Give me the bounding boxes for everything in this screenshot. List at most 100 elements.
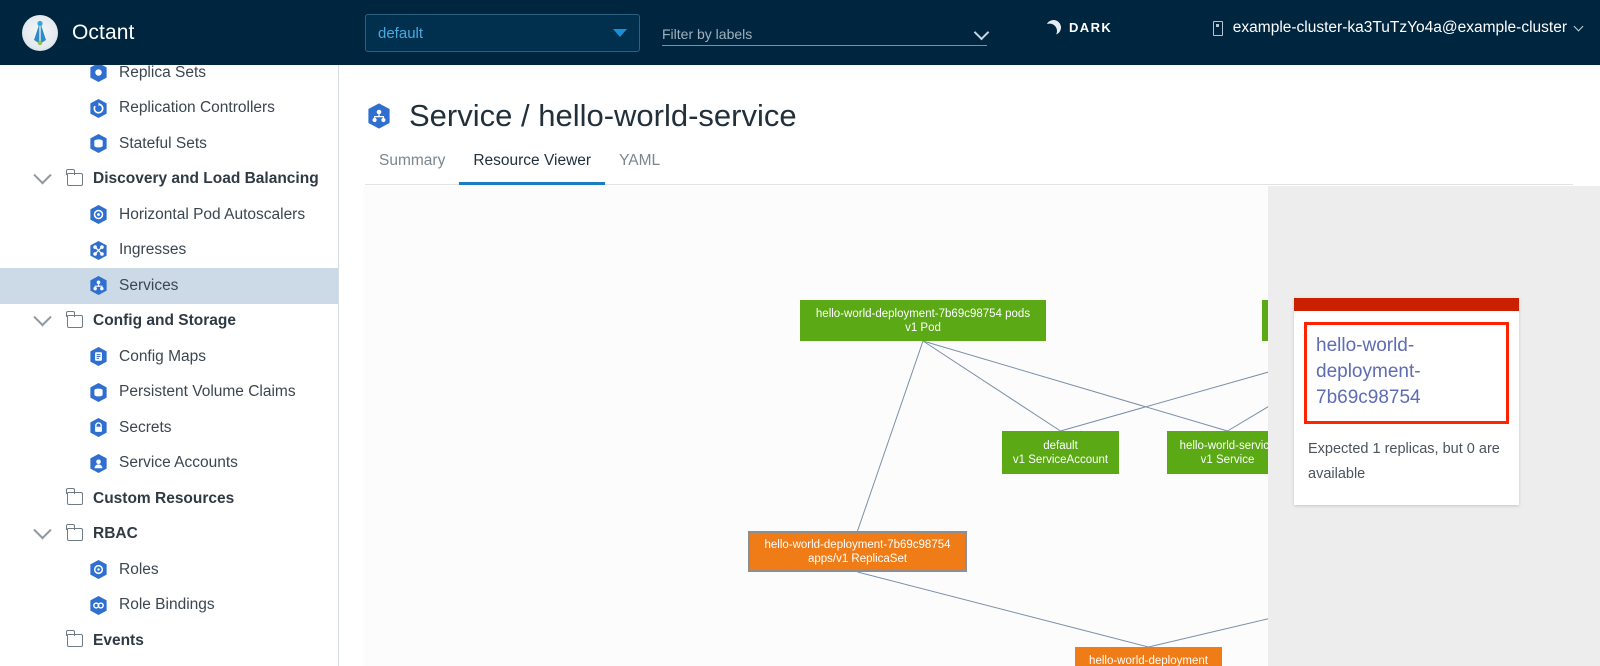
k8s-rolebinding-icon bbox=[88, 595, 109, 616]
graph-node-kind: v1 Service bbox=[1201, 453, 1255, 467]
folder-icon bbox=[67, 315, 83, 328]
sidebar-item-label: Roles bbox=[119, 561, 159, 579]
chevron-down-icon[interactable] bbox=[33, 166, 51, 184]
graph-edge bbox=[923, 341, 1228, 431]
sidebar-item-label: Config and Storage bbox=[93, 312, 236, 330]
sidebar-item-replication-controllers[interactable]: Replication Controllers bbox=[0, 91, 339, 127]
sidebar-item-events[interactable]: Events bbox=[0, 623, 339, 659]
app-header: Octant default Filter by labels DARK exa… bbox=[0, 0, 1600, 65]
sidebar-item-label: Custom Resources bbox=[93, 490, 234, 508]
graph-node-name: hello-world-deployment-7b69c98754 bbox=[764, 538, 950, 552]
k8s-ingress-icon bbox=[88, 240, 109, 261]
sidebar-item-horizontal-pod-autoscalers[interactable]: Horizontal Pod Autoscalers bbox=[0, 197, 339, 233]
tab-label: Resource Viewer bbox=[473, 152, 591, 169]
sidebar-item-replica-sets[interactable]: Replica Sets bbox=[0, 65, 339, 91]
sidebar-item-config-maps[interactable]: Config Maps bbox=[0, 339, 339, 375]
k8s-pvc-icon bbox=[88, 382, 109, 403]
k8s-secret-icon bbox=[88, 417, 109, 438]
k8s-replicationcontroller-icon bbox=[88, 98, 109, 119]
sidebar-item-label: Horizontal Pod Autoscalers bbox=[119, 206, 305, 224]
graph-edges bbox=[363, 186, 1292, 666]
folder-icon bbox=[67, 528, 83, 541]
sidebar-item-rbac[interactable]: RBAC bbox=[0, 517, 339, 553]
octant-logo-icon bbox=[22, 15, 58, 51]
k8s-service-icon bbox=[365, 102, 393, 130]
graph-node-name: hello-world-service bbox=[1180, 439, 1276, 453]
sidebar-item-stateful-sets[interactable]: Stateful Sets bbox=[0, 126, 339, 162]
graph-node-dep-hw[interactable]: hello-world-deploymentapps/v1 Deployment bbox=[1075, 647, 1222, 666]
sidebar-item-roles[interactable]: Roles bbox=[0, 552, 339, 588]
sidebar-item-service-accounts[interactable]: Service Accounts bbox=[0, 446, 339, 482]
sidebar[interactable]: Replica SetsReplication ControllersState… bbox=[0, 65, 339, 666]
graph-edge bbox=[858, 341, 924, 531]
chevron-down-icon[interactable] bbox=[33, 521, 51, 539]
sidebar-item-label: Role Bindings bbox=[119, 596, 215, 614]
tab-bar[interactable]: Summary Resource Viewer YAML bbox=[365, 152, 1573, 185]
cluster-name: example-cluster-ka3TuTzYo4a@example-clus… bbox=[1233, 19, 1567, 37]
sidebar-item-label: RBAC bbox=[93, 525, 138, 543]
k8s-replicaset-icon bbox=[88, 65, 109, 83]
graph-edge bbox=[923, 341, 1061, 431]
sidebar-item-label: Replica Sets bbox=[119, 65, 206, 82]
brand-name: Octant bbox=[72, 21, 134, 45]
sidebar-item-discovery-and-load-balancing[interactable]: Discovery and Load Balancing bbox=[0, 162, 339, 198]
k8s-hpa-icon bbox=[88, 204, 109, 225]
sidebar-item-label: Secrets bbox=[119, 419, 172, 437]
graph-edge bbox=[858, 572, 1149, 647]
graph-node-name: default bbox=[1043, 439, 1078, 453]
graph-node-kind: apps/v1 ReplicaSet bbox=[808, 552, 907, 566]
tab-summary[interactable]: Summary bbox=[365, 152, 459, 184]
sidebar-item-label: Config Maps bbox=[119, 348, 206, 366]
graph-node-sa-default[interactable]: defaultv1 ServiceAccount bbox=[1002, 431, 1119, 474]
label-filter-input[interactable]: Filter by labels bbox=[662, 18, 987, 46]
sidebar-item-label: Service Accounts bbox=[119, 454, 238, 472]
resource-graph[interactable]: hello-world-deployment-7b69c98754 podsv1… bbox=[363, 186, 1292, 666]
sidebar-item-role-bindings[interactable]: Role Bindings bbox=[0, 588, 339, 624]
graph-node-kind: v1 Pod bbox=[905, 321, 941, 335]
main-content: Service / hello-world-service Summary Res… bbox=[339, 65, 1600, 666]
sidebar-item-config-and-storage[interactable]: Config and Storage bbox=[0, 304, 339, 340]
k8s-service-icon bbox=[88, 275, 109, 296]
tab-label: Summary bbox=[379, 152, 445, 169]
cluster-icon bbox=[1211, 20, 1225, 36]
graph-node-pod-7b69[interactable]: hello-world-deployment-7b69c98754 podsv1… bbox=[800, 300, 1046, 341]
sidebar-item-secrets[interactable]: Secrets bbox=[0, 410, 339, 446]
brand: Octant bbox=[22, 15, 342, 51]
cluster-selector[interactable]: example-cluster-ka3TuTzYo4a@example-clus… bbox=[1211, 19, 1582, 37]
k8s-serviceaccount-icon bbox=[88, 453, 109, 474]
tab-yaml[interactable]: YAML bbox=[605, 152, 674, 184]
graph-node-rs-7b69[interactable]: hello-world-deployment-7b69c98754apps/v1… bbox=[748, 531, 967, 572]
page-title-text: Service / hello-world-service bbox=[409, 98, 797, 134]
moon-icon bbox=[1044, 18, 1063, 37]
sidebar-item-label: Events bbox=[93, 632, 144, 650]
detail-card-status-bar bbox=[1294, 298, 1519, 311]
graph-node-name: hello-world-deployment bbox=[1089, 654, 1208, 666]
detail-card-status-text: Expected 1 replicas, but 0 are available bbox=[1294, 424, 1519, 505]
chevron-down-icon bbox=[974, 25, 990, 41]
sidebar-item-custom-resources[interactable]: Custom Resources bbox=[0, 481, 339, 517]
label-filter-placeholder: Filter by labels bbox=[662, 26, 752, 42]
sidebar-item-ingresses[interactable]: Ingresses bbox=[0, 233, 339, 269]
tab-resource-viewer[interactable]: Resource Viewer bbox=[459, 152, 605, 184]
chevron-down-icon bbox=[1574, 21, 1584, 31]
sidebar-item-services[interactable]: Services bbox=[0, 268, 339, 304]
chevron-down-icon bbox=[613, 29, 627, 37]
detail-card-link[interactable]: hello-world-deployment-7b69c98754 bbox=[1304, 322, 1509, 424]
tab-label: YAML bbox=[619, 152, 660, 169]
theme-toggle-button[interactable]: DARK bbox=[1046, 20, 1112, 35]
sidebar-item-label: Persistent Volume Claims bbox=[119, 383, 296, 401]
folder-icon bbox=[67, 634, 83, 647]
graph-edge bbox=[1061, 341, 1293, 431]
chevron-down-icon[interactable] bbox=[33, 308, 51, 326]
theme-toggle-label: DARK bbox=[1069, 20, 1112, 35]
k8s-role-icon bbox=[88, 559, 109, 580]
sidebar-item-label: Ingresses bbox=[119, 241, 186, 259]
sidebar-item-label: Services bbox=[119, 277, 178, 295]
folder-icon bbox=[67, 492, 83, 505]
sidebar-item-label: Discovery and Load Balancing bbox=[93, 170, 319, 188]
namespace-select[interactable]: default bbox=[365, 14, 640, 52]
sidebar-item-label: Replication Controllers bbox=[119, 99, 275, 117]
k8s-statefulset-icon bbox=[88, 133, 109, 154]
sidebar-item-persistent-volume-claims[interactable]: Persistent Volume Claims bbox=[0, 375, 339, 411]
sidebar-item-label: Stateful Sets bbox=[119, 135, 207, 153]
